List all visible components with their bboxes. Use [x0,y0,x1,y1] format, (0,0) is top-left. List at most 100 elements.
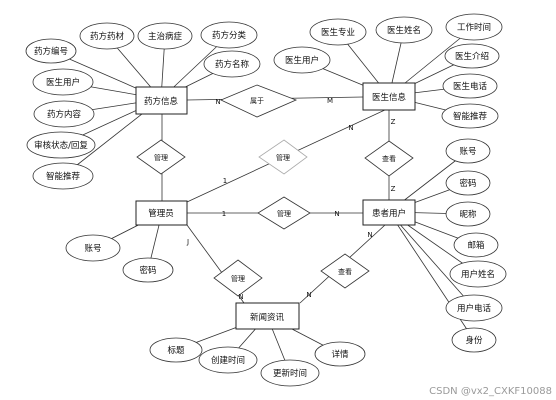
entity-patient-box [362,199,416,226]
entities: 药方信息 医生信息 管理员 患者用户 新闻资讯 [135,82,416,330]
card-admin-news-news: N [238,293,243,301]
attr-admin-mima-label: 密码 [139,265,156,276]
attr-drug-neirong: 药方内容 [33,100,95,128]
attr-doctor-tuijian: 智能推荐 [441,103,499,129]
entity-news: 新闻资讯 [235,302,300,330]
attr-drug-bianhao: 药方编号 [25,38,77,64]
diamond-admin-patient [257,196,311,230]
attr-drug-yaocai: 药方药材 [79,22,135,50]
rel-label-patient-doctor: 查看 [382,154,396,163]
card-patient-news-patient: N [367,231,372,239]
relationship-admin-patient: 管理 [257,196,311,230]
entity-drug-label: 药方信息 [144,96,179,107]
card-admin-doctor-admin: 1 [223,177,227,185]
attr-news-xiangqing-label: 详情 [331,349,349,360]
attr-patient-nicheng-label: 昵称 [459,209,477,220]
attr-drug-doctoruser: 医生用户 [32,68,94,96]
attr-drug-doctoruser-label: 医生用户 [46,77,80,88]
attributes: 药方编号 药方药材 主治病症 药方分类 医生用户 药方名称 药方内容 审核状态 [25,13,507,387]
diamond-belong [220,84,298,118]
attr-admin-zhanghao-label: 账号 [84,244,101,254]
attr-drug-tuijian: 智能推荐 [32,162,94,190]
rel-label-admin-drug: 管理 [154,153,168,162]
attr-doctor-jieshao-label: 医生介绍 [455,51,489,62]
card-patient-doctor-doctor: Z [391,118,396,126]
rel-label-patient-news: 查看 [338,267,352,276]
attr-patient-shenfen-label: 身份 [465,335,483,346]
attr-news-biaoti-label: 标题 [167,345,185,356]
attr-drug-shenhe: 审核状态/回复 [26,131,96,159]
entity-doctor-label: 医生信息 [372,92,407,103]
diamond-admin-doctor [258,139,308,175]
attr-admin-zhanghao: 账号 [65,234,121,262]
entity-admin-label: 管理员 [148,208,174,219]
relationships: 属于 管理 管理 管理 查看 管理 查看 [136,84,414,297]
attr-doctor-tuijian-label: 智能推荐 [453,111,488,122]
attr-drug-bianhao-label: 药方编号 [34,46,68,57]
attr-patient-dianhua-label: 用户电话 [457,303,492,314]
attr-drug-bingzheng-label: 主治病症 [148,31,183,42]
attr-doctor-xingming: 医生姓名 [375,16,433,44]
attr-patient-nicheng: 昵称 [445,201,491,227]
attr-patient-youxiang: 邮箱 [453,232,499,258]
entity-doctor-box [362,82,416,111]
attr-doctor-xingming-label: 医生姓名 [387,25,421,36]
entity-patient: 患者用户 [362,199,416,226]
card-belong-drug: N [215,98,220,106]
diamond-admin-news [213,259,263,297]
diamond-patient-doctor [364,140,414,177]
entity-news-box [235,302,300,330]
attr-drug-fenlei-label: 药方分类 [212,30,247,41]
rel-label-admin-news: 管理 [231,274,245,283]
relationship-admin-drug: 管理 [136,139,186,175]
relationship-admin-news: 管理 [213,259,263,297]
cardinalities: N M 1 N 1 N Z Z J N N N [186,97,396,301]
relationship-patient-news: 查看 [320,253,370,289]
attr-news-gengxin: 更新时间 [260,359,320,387]
diamond-admin-drug [136,139,186,175]
attr-patient-mima-label: 密码 [459,178,476,189]
attr-patient-shenfen: 身份 [451,327,497,353]
attr-admin-mima: 密码 [122,257,174,283]
entity-patient-label: 患者用户 [372,208,406,219]
entity-doctor: 医生信息 [362,82,416,111]
card-admin-patient-admin: 1 [222,210,226,218]
attr-drug-bingzheng: 主治病症 [137,22,193,50]
attr-patient-zhanghao: 账号 [445,138,491,164]
attr-news-xiangqing: 详情 [314,341,366,367]
line-patient-attr-dianhua [388,211,475,309]
attr-patient-xingming-label: 用户姓名 [461,269,495,280]
attr-doctor-gongzuo: 工作时间 [445,13,503,41]
attr-patient-dianhua: 用户电话 [445,294,503,322]
attr-drug-yaocai-label: 药方药材 [90,31,125,42]
attr-patient-mima: 密码 [445,170,491,196]
rel-label-admin-patient: 管理 [277,209,291,218]
attr-patient-xingming: 用户姓名 [449,260,507,288]
relationship-admin-doctor: 管理 [258,139,308,175]
card-admin-patient-patient: N [334,210,339,218]
attr-doctor-zhuanye-label: 医生专业 [321,27,355,38]
entity-drug: 药方信息 [135,86,188,115]
relationship-belong: 属于 [220,84,298,118]
attr-drug-mingcheng: 药方名称 [203,50,261,78]
attr-doctor-dianhua: 医生电话 [442,73,498,99]
card-admin-doctor-doctor: N [348,124,353,132]
rel-label-belong: 属于 [250,97,264,105]
card-patient-doctor-patient: Z [391,185,396,193]
watermark: CSDN @vx2_CXKF10088 [429,386,552,397]
attr-patient-youxiang-label: 邮箱 [467,240,485,251]
attr-drug-shenhe-label: 审核状态/回复 [34,140,88,151]
diamond-patient-news [320,253,370,289]
entity-admin-box [135,200,188,226]
attr-news-biaoti: 标题 [149,337,203,363]
attr-doctor-jieshao: 医生介绍 [444,43,500,69]
attr-news-chuangjian-label: 创建时间 [211,355,245,366]
attr-drug-neirong-label: 药方内容 [47,109,82,120]
entity-drug-box [135,86,188,115]
entity-news-label: 新闻资讯 [250,312,285,323]
rel-label-admin-doctor: 管理 [276,153,290,162]
attr-doctor-user-label: 医生用户 [285,55,319,66]
attr-doctor-user: 医生用户 [273,46,331,74]
attr-doctor-gongzuo-label: 工作时间 [457,22,491,33]
